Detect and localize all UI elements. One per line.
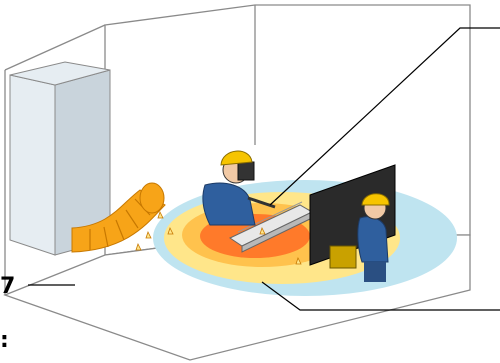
welding-mask	[238, 162, 254, 180]
edge-mark-left: 7	[0, 274, 15, 299]
duct-hood	[140, 183, 164, 213]
unit-side	[10, 75, 55, 255]
edge-mark-bottom-left: :	[0, 328, 9, 353]
floor-zone	[153, 180, 457, 296]
welder-helmet	[221, 151, 252, 165]
left-wall-top-edge	[5, 25, 105, 70]
worker-legs	[364, 262, 386, 282]
worker-body	[358, 217, 388, 262]
carried-box	[330, 246, 356, 268]
